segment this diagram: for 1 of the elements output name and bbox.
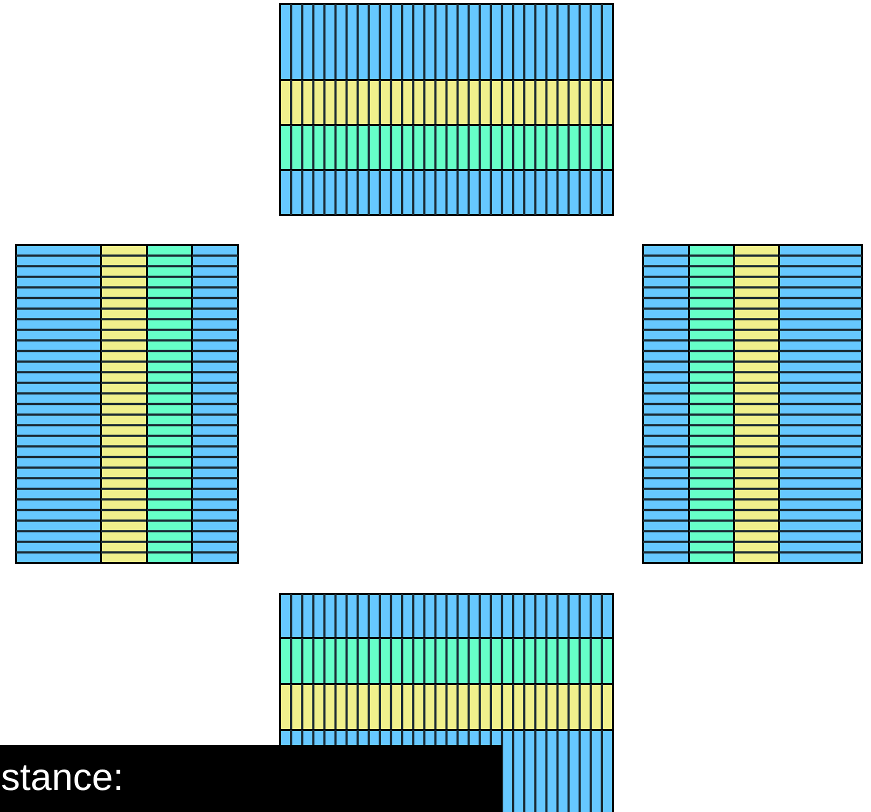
banner-text: stance: [0, 745, 502, 812]
